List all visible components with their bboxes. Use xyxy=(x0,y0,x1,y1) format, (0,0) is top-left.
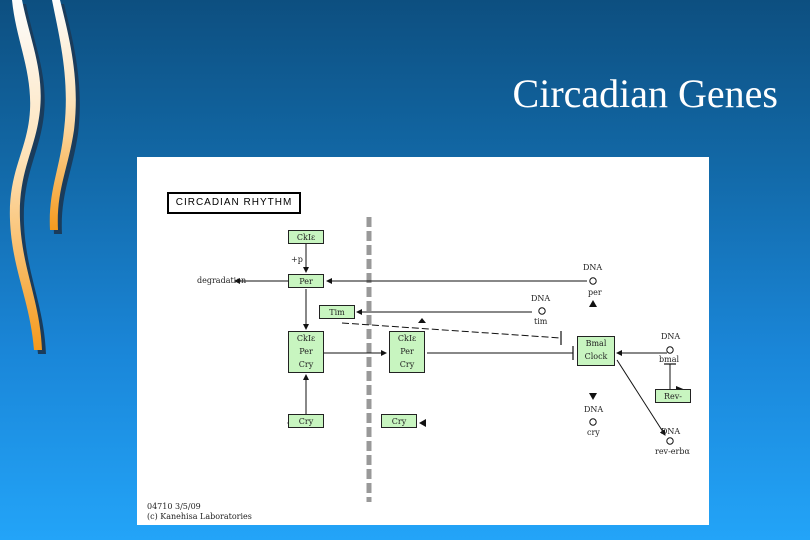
box-cry-left: Cry xyxy=(288,414,324,428)
label-dna-per: DNA xyxy=(583,263,603,272)
label-dna-cry: DNA xyxy=(584,405,604,414)
box-tim: Tim xyxy=(319,305,355,319)
footer-code: 04710 3/5/09 xyxy=(147,502,201,511)
footer-copyright: (c) Kanehisa Laboratories xyxy=(147,512,252,521)
box-complex-right: CkIε Per Cry xyxy=(389,331,425,373)
label-bmal-gene: bmal xyxy=(659,355,680,364)
box-cry-right: Cry xyxy=(381,414,417,428)
box-complex-left: CkIε Per Cry xyxy=(288,331,324,373)
label-dna-reverb: DNA xyxy=(661,427,681,436)
dna-cry-circle xyxy=(589,418,597,426)
dna-bmal-circle xyxy=(666,346,674,354)
label-dna-tim: DNA xyxy=(531,294,551,303)
pathway-diagram: CIRCADIAN RHYTHM CkIε +p Per degradation… xyxy=(137,157,709,525)
box-ckie-top: CkIε xyxy=(288,230,324,244)
dna-per-circle xyxy=(589,277,597,285)
dna-tim-circle xyxy=(538,307,546,315)
box-bmal-clock: Bmal Clock xyxy=(577,336,615,366)
diagram-footer: 04710 3/5/09 (c) Kanehisa Laboratories xyxy=(147,502,252,522)
label-degradation: degradation xyxy=(197,276,247,285)
decorative-ribbons xyxy=(9,0,80,354)
label-dna-bmal: DNA xyxy=(661,332,681,341)
slide-title: Circadian Genes xyxy=(512,71,778,116)
diagram-heading: CIRCADIAN RHYTHM xyxy=(167,192,301,214)
box-per-top: Per xyxy=(288,274,324,288)
dna-reverb-circle xyxy=(666,437,674,445)
label-plus-p: +p xyxy=(291,255,303,264)
label-tim-gene: tim xyxy=(534,317,548,326)
box-rev-erba: Rev-erbα xyxy=(655,389,691,403)
label-per-gene: per xyxy=(588,288,602,297)
label-reverb-gene: rev-erbα xyxy=(655,447,690,456)
label-cry-gene: cry xyxy=(587,428,600,437)
